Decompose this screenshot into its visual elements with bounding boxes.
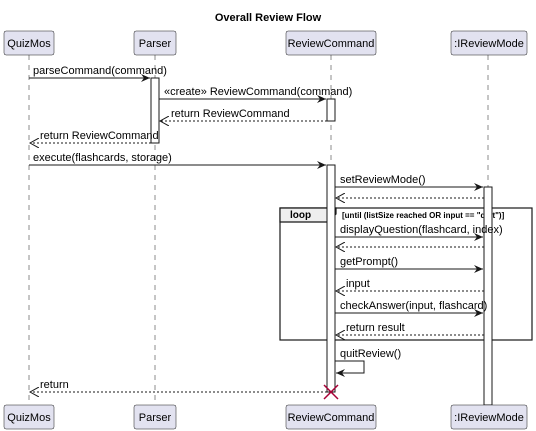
diagram-title: Overall Review Flow bbox=[215, 12, 322, 24]
participant-reviewcommand: ReviewCommand bbox=[288, 38, 375, 50]
messages: parseCommand(command) «create» ReviewCom… bbox=[29, 65, 503, 392]
activation-bars bbox=[150, 77, 493, 406]
participant-reviewcommand-bottom: ReviewCommand bbox=[288, 412, 375, 424]
message-label: setReviewMode() bbox=[340, 174, 426, 186]
participant-quizmos-bottom: QuizMos bbox=[7, 412, 51, 424]
participant-ireviewmode-bottom: :IReviewMode bbox=[454, 412, 524, 424]
message-label: return ReviewCommand bbox=[40, 130, 159, 142]
message-label: input bbox=[346, 278, 370, 290]
destroy-mark bbox=[323, 384, 339, 400]
message-label: return result bbox=[346, 322, 405, 334]
message-label: return bbox=[40, 379, 69, 391]
message-label: quitReview() bbox=[340, 348, 401, 360]
message-label: parseCommand(command) bbox=[33, 65, 167, 77]
participant-quizmos: QuizMos bbox=[7, 38, 51, 50]
participant-parser: Parser bbox=[139, 38, 172, 50]
activation-ireviewmode bbox=[483, 186, 493, 406]
activation-reviewcommand-execute bbox=[326, 164, 336, 393]
participant-boxes-bottom: QuizMos Parser ReviewCommand :IReviewMod… bbox=[3, 404, 528, 430]
message-label: getPrompt() bbox=[340, 256, 398, 268]
message-label: «create» ReviewCommand(command) bbox=[164, 86, 352, 98]
activation-reviewcommand-create bbox=[326, 98, 336, 122]
participant-ireviewmode: :IReviewMode bbox=[454, 38, 524, 50]
activation-parser bbox=[150, 77, 160, 144]
loop-guard: [until (listSize reached OR input == "qu… bbox=[342, 211, 505, 220]
loop-keyword: loop bbox=[290, 210, 311, 221]
message-arrow bbox=[335, 360, 365, 377]
message-label: execute(flashcards, storage) bbox=[33, 152, 172, 164]
participant-boxes-top: QuizMos Parser ReviewCommand :IReviewMod… bbox=[3, 30, 528, 56]
message-label: displayQuestion(flashcard, index) bbox=[340, 224, 503, 236]
message-label: checkAnswer(input, flashcard) bbox=[340, 300, 487, 312]
participant-parser-bottom: Parser bbox=[139, 412, 172, 424]
message-label: return ReviewCommand bbox=[171, 108, 290, 120]
